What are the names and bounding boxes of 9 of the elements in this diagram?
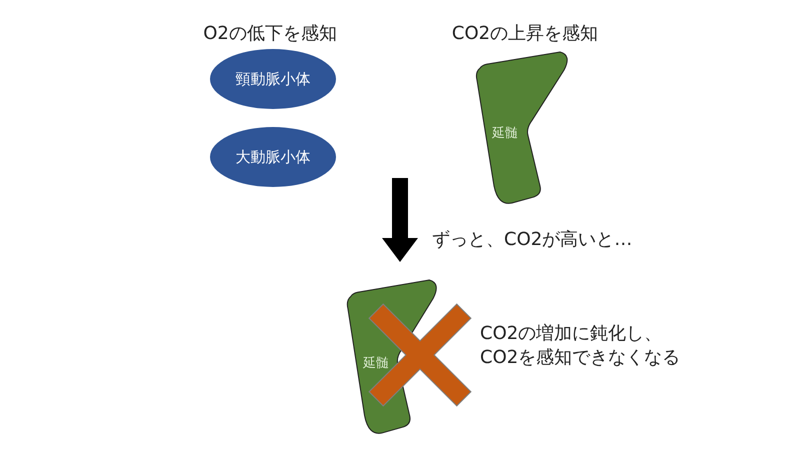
node-label: 頸動脈小体 bbox=[236, 70, 310, 88]
heading-text: O2の低下を感知 bbox=[202, 22, 338, 46]
block-arrow bbox=[382, 178, 418, 262]
node-label: 延髄 bbox=[492, 125, 518, 142]
edge-label: ずっと、CO2が高いと… bbox=[432, 228, 632, 252]
note-text: CO2の増加に鈍化し、CO2を感知できなくなる bbox=[480, 322, 682, 370]
node-label: 大動脈小体 bbox=[236, 148, 310, 166]
heading-text: CO2の上昇を感知 bbox=[450, 22, 600, 46]
node-label: 延髄 bbox=[363, 355, 389, 372]
